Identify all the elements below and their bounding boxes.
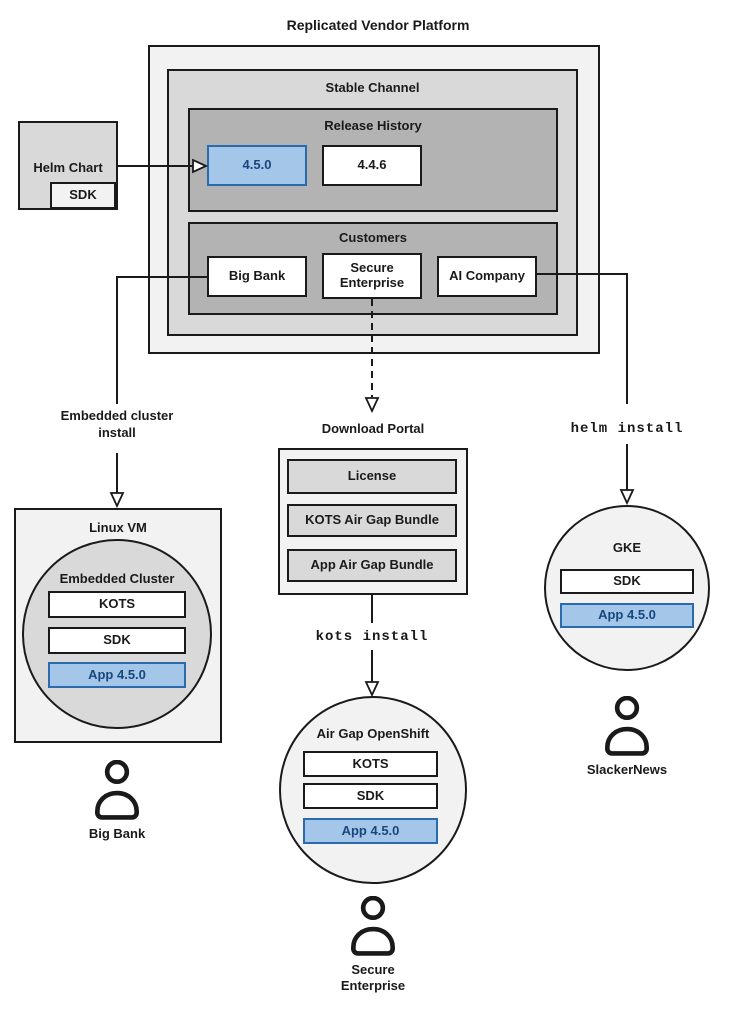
helm-install-label: helm install bbox=[570, 421, 684, 437]
embedded-cluster-label: Embedded Cluster bbox=[59, 571, 175, 586]
person-icon bbox=[351, 896, 395, 956]
kots-box: KOTS bbox=[303, 751, 438, 777]
download-portal-box: License KOTS Air Gap Bundle App Air Gap … bbox=[278, 448, 468, 595]
release-history-box: Release History 4.5.0 4.4.6 bbox=[188, 108, 558, 212]
sdk-box: SDK bbox=[48, 627, 186, 654]
gke-circle: GKE SDK App 4.5.0 bbox=[544, 505, 710, 671]
arrowhead-down-icon bbox=[364, 397, 380, 414]
app-airgap-bundle-box: App Air Gap Bundle bbox=[287, 549, 457, 582]
airgap-openshift-circle: Air Gap OpenShift KOTS SDK App 4.5.0 bbox=[279, 696, 467, 884]
download-portal-label: Download Portal bbox=[321, 421, 425, 436]
release-history-label: Release History bbox=[324, 118, 422, 133]
vendor-platform-box: Stable Channel Release History 4.5.0 4.4… bbox=[148, 45, 600, 354]
person-icon bbox=[605, 696, 649, 756]
stable-channel-box: Stable Channel Release History 4.5.0 4.4… bbox=[167, 69, 578, 336]
helm-chart-label: Helm Chart bbox=[33, 160, 103, 175]
person-icon bbox=[95, 760, 139, 820]
app-450-box: App 4.5.0 bbox=[48, 662, 186, 688]
person-label-secure-enterprise: Secure Enterprise bbox=[340, 962, 406, 994]
linux-vm-label: Linux VM bbox=[89, 520, 147, 535]
persona-secure-enterprise: Secure Enterprise bbox=[333, 896, 413, 995]
person-label-big-bank: Big Bank bbox=[88, 826, 146, 841]
sdk-box: SDK bbox=[560, 569, 694, 594]
arrowhead-down-icon bbox=[619, 489, 635, 506]
release-450-box: 4.5.0 bbox=[207, 145, 307, 186]
arrowhead-down-icon bbox=[109, 492, 125, 509]
customer-secure-enterprise-box: Secure Enterprise bbox=[322, 253, 422, 299]
helm-chart-sdk-box: SDK bbox=[50, 182, 116, 209]
diagram-title: Replicated Vendor Platform bbox=[286, 17, 470, 33]
stable-channel-label: Stable Channel bbox=[325, 80, 420, 95]
sdk-box: SDK bbox=[303, 783, 438, 809]
release-446-box: 4.4.6 bbox=[322, 145, 422, 186]
customer-big-bank-box: Big Bank bbox=[207, 256, 307, 297]
kots-install-label: kots install bbox=[315, 629, 429, 645]
customers-box: Customers Big Bank Secure Enterprise AI … bbox=[188, 222, 558, 315]
customers-label: Customers bbox=[339, 230, 407, 245]
app-450-box: App 4.5.0 bbox=[303, 818, 438, 844]
embedded-cluster-circle: Embedded Cluster KOTS SDK App 4.5.0 bbox=[22, 539, 212, 729]
gke-label: GKE bbox=[612, 540, 642, 555]
app-450-box: App 4.5.0 bbox=[560, 603, 694, 628]
customer-ai-company-box: AI Company bbox=[437, 256, 537, 297]
persona-slackernews: SlackerNews bbox=[567, 696, 687, 778]
arrowhead-down-icon bbox=[364, 681, 380, 698]
kots-airgap-bundle-box: KOTS Air Gap Bundle bbox=[287, 504, 457, 537]
airgap-openshift-label: Air Gap OpenShift bbox=[316, 726, 430, 741]
linux-vm-box: Linux VM Embedded Cluster KOTS SDK App 4… bbox=[14, 508, 222, 743]
persona-big-bank: Big Bank bbox=[57, 760, 177, 842]
kots-box: KOTS bbox=[48, 591, 186, 618]
embedded-cluster-install-label: Embedded cluster install bbox=[60, 408, 174, 440]
helm-chart-box: Helm Chart SDK bbox=[18, 121, 118, 210]
license-box: License bbox=[287, 459, 457, 494]
person-label-slackernews: SlackerNews bbox=[586, 762, 668, 777]
